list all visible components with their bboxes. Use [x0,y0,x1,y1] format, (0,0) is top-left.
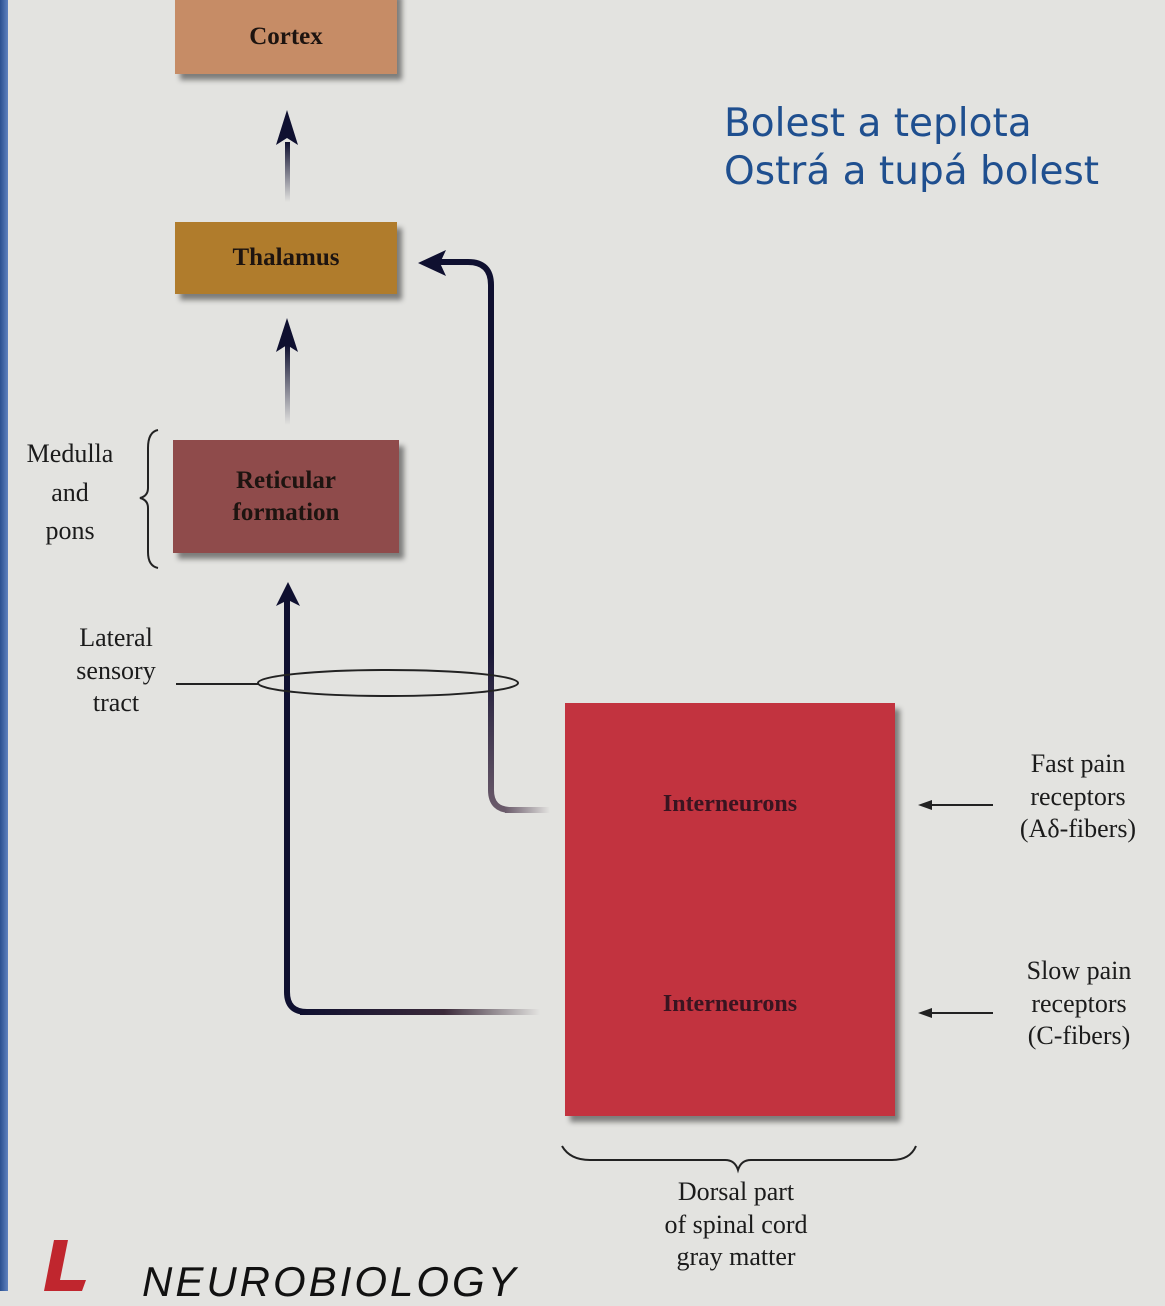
headline-line2: Ostrá a tupá bolest [724,148,1100,194]
slow-pain-label: Slow pain receptors (C-fibers) [998,955,1160,1053]
thalamus-label: Thalamus [232,244,340,271]
interneurons-lower-label: Interneurons [662,991,798,1017]
medulla-label-line2: and [51,477,89,507]
lateral-label-line1: Lateral [79,623,153,652]
cortex-box: Cortex [175,0,397,74]
medulla-label-line3: pons [45,516,95,545]
lateral-label-line2: sensory [76,655,156,685]
lateral-label-line3: tract [92,688,140,717]
slow-label-line2: receptors [1031,988,1127,1018]
arrow-fast-receptors [918,800,993,810]
spinal-cord-box: Interneurons Interneurons [565,703,895,1116]
lateral-tract-marker [176,669,519,697]
arrow-slow-receptors [918,1008,993,1018]
medulla-brace [139,429,159,569]
medulla-label-line1: Medulla [26,439,114,468]
logo-text: NEUROBIOLOGY [142,1258,519,1305]
slow-label-line1: Slow pain [1026,956,1132,985]
reticular-formation-box: Reticular formation [173,440,399,553]
dorsal-brace [561,1145,917,1174]
slide-edge-strip [0,0,8,1291]
medulla-pons-label: Medulla and pons [6,438,134,548]
pathway-lower-interneurons-to-reticular [276,582,540,1015]
dorsal-label-line3: gray matter [676,1242,796,1271]
cortex-label: Cortex [249,23,323,50]
dorsal-label-line1: Dorsal part [677,1177,795,1206]
arrow-thalamus-to-cortex [276,110,298,202]
fast-label-line2: receptors [1030,781,1126,811]
lateral-tract-label: Lateral sensory tract [52,622,180,720]
arrow-reticular-to-thalamus [276,318,298,425]
dorsal-label-line2: of spinal cord [664,1209,808,1239]
slow-label-line3: (C-fibers) [1027,1021,1131,1050]
slide-headline: Bolest a teplota Ostrá a tupá bolest [724,100,1099,195]
logo-mark-icon [44,1240,86,1291]
reticular-label-line1: Reticular [236,467,336,495]
headline-line1: Bolest a teplota [724,101,1032,146]
dorsal-gray-matter-label: Dorsal part of spinal cord gray matter [610,1176,862,1274]
interneurons-upper-label: Interneurons [662,791,798,817]
reticular-label-line2: formation [232,498,340,526]
pathway-upper-interneurons-to-thalamus [418,250,550,813]
fast-label-line3: (Aδ-fibers) [1019,814,1137,843]
fast-label-line1: Fast pain [1030,749,1126,778]
fast-pain-label: Fast pain receptors (Aδ-fibers) [993,748,1163,846]
thalamus-box: Thalamus [175,222,397,294]
